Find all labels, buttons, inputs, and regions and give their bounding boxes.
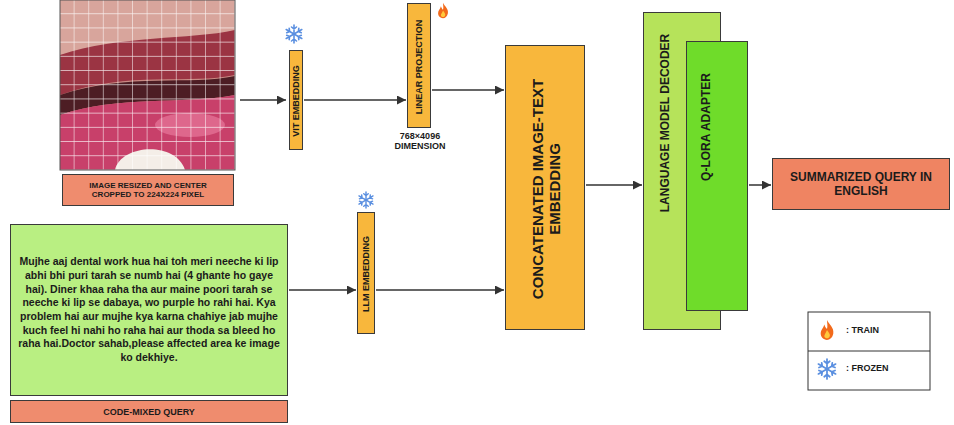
caption-box: CODE-MIXED QUERY <box>10 400 288 423</box>
lip-photo <box>60 0 235 170</box>
frozen-icon <box>285 25 303 43</box>
train-icon <box>438 3 448 18</box>
legend-frame <box>808 312 930 390</box>
arrow-connector <box>289 289 356 291</box>
arrow-connector <box>304 99 406 101</box>
photo-frame <box>60 0 235 170</box>
node-label: SUMMARIZED QUERY IN ENGLISH <box>779 170 943 198</box>
node-label: LINEAR PROJECTION <box>415 8 425 125</box>
node-label: CODE-MIXED QUERY <box>103 407 195 417</box>
arrow-connector <box>586 184 642 186</box>
adapter-block: Q-LORA ADAPTER <box>686 41 748 311</box>
node-label: Mujhe aaj dental work hua hai toh meri n… <box>17 255 281 364</box>
arrow-connector <box>376 289 504 291</box>
frozen-icon <box>817 359 837 379</box>
caption-box: IMAGE RESIZED AND CENTER CROPPED TO 224X… <box>62 174 234 206</box>
legend-text: : FROZEN <box>846 363 889 373</box>
legend-divider <box>808 351 930 352</box>
node-label: LLM EMBEDDING <box>362 217 372 331</box>
embedding-block: LLM EMBEDDING <box>357 212 375 334</box>
output-box: SUMMARIZED QUERY IN ENGLISH <box>772 158 950 210</box>
query-box: Mujhe aaj dental work hua hai toh meri n… <box>10 224 288 396</box>
frozen-icon <box>358 192 374 208</box>
node-label: LANGUAGE MODEL DECODER <box>659 28 672 218</box>
arrow-connector <box>749 184 771 186</box>
concat-block: CONCATENATED IMAGE-TEXT EMBEDDING <box>505 45 585 330</box>
node-label: CONCATENATED IMAGE-TEXT EMBEDDING <box>530 71 563 306</box>
projection-block: LINEAR PROJECTION <box>407 3 431 128</box>
train-icon <box>821 320 834 340</box>
node-label: VIT EMBEDDING <box>292 55 302 147</box>
arrow-connector <box>432 89 504 91</box>
decoder-block: LANGUAGE MODEL DECODER Q-LORA ADAPTER <box>643 12 721 330</box>
input-arrow <box>240 99 286 101</box>
legend-text: : TRAIN <box>846 325 879 335</box>
node-label: Q-LORA ADAPTER <box>700 52 713 202</box>
embedding-block: VIT EMBEDDING <box>289 50 303 150</box>
dimension-label: 768×4096 DIMENSION <box>380 131 460 151</box>
node-label: IMAGE RESIZED AND CENTER CROPPED TO 224X… <box>69 181 227 199</box>
